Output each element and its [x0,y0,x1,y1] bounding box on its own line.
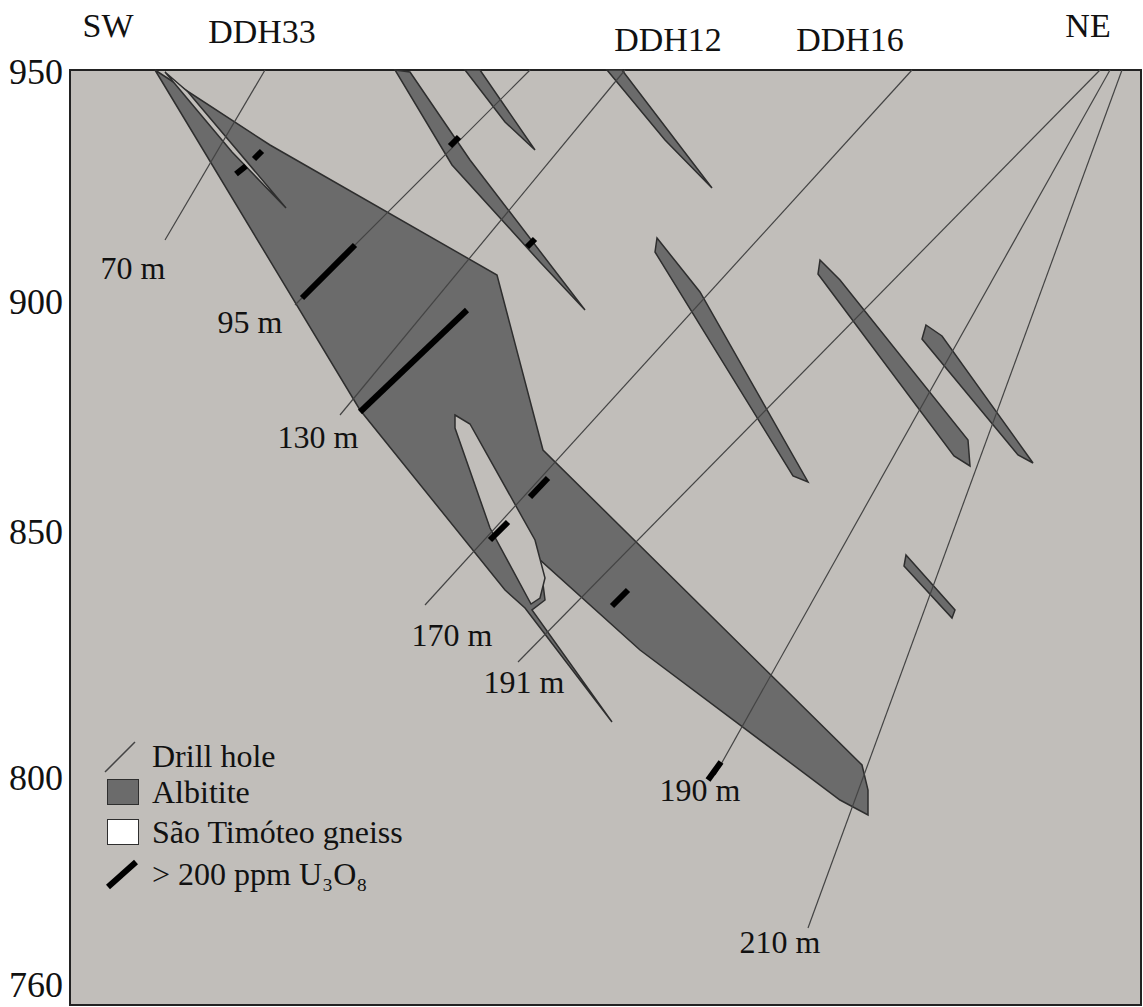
elevation-tick: 760 [9,967,63,1003]
legend-swatch [107,779,139,805]
hole-name: DDH12 [614,23,722,57]
elevation-tick: 800 [9,760,63,796]
legend-text: Albitite [152,776,250,808]
elevation-tick: 950 [9,54,63,90]
elevation-tick: 850 [9,514,63,550]
drill-holes [165,70,1122,928]
depth-label: 70 m [101,252,166,284]
legend-text: Drill hole [152,740,276,772]
hole-name: DDH33 [208,15,316,49]
legend-text: São Timóteo gneiss [152,816,403,848]
depth-label: 191 m [484,666,565,698]
legend-swatch [107,819,139,845]
elevation-tick: 900 [9,284,63,320]
depth-label: 190 m [660,774,741,806]
direction-label: SW [83,9,134,43]
gneiss-inliers [165,72,545,604]
depth-label: 210 m [740,926,821,958]
depth-label: 130 m [278,421,359,453]
ore-intervals [236,137,721,780]
direction-label: NE [1065,9,1110,43]
section-frame [70,70,1141,1005]
depth-label: 170 m [412,619,493,651]
legend-text: > 200 ppm U₃O₈ [152,858,367,890]
hole-name: DDH16 [796,23,904,57]
depth-label: 95 m [218,306,283,338]
legend-samples [105,742,136,887]
